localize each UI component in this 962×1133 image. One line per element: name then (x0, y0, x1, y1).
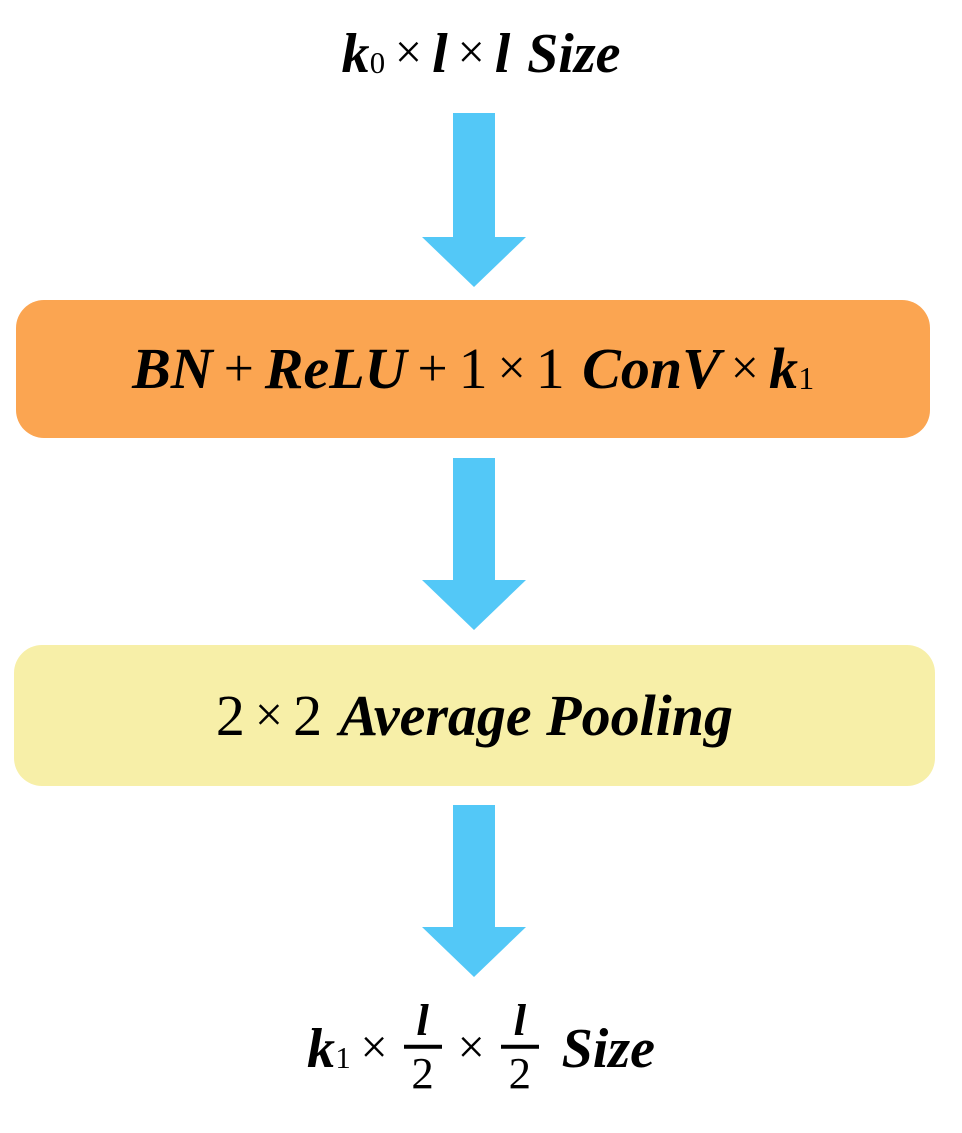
times-operator-icon: × (394, 25, 423, 79)
output-fraction-2-numerator: l (513, 994, 527, 1045)
output-fraction-2: l 2 (500, 994, 539, 1098)
kernel-size-1b: 1 (535, 336, 565, 401)
conv-k-symbol: k (768, 336, 798, 401)
times-operator-icon: × (360, 1020, 388, 1074)
conv-k-subscript: 1 (798, 360, 815, 396)
plus-operator-icon: + (417, 338, 448, 399)
arrow-pool-to-output (422, 805, 526, 977)
pool-size-2b: 2 (293, 682, 323, 748)
output-fraction-2-denominator: 2 (508, 1047, 531, 1098)
down-arrow-icon (422, 458, 526, 630)
output-fraction-1-denominator: 2 (411, 1047, 434, 1098)
input-l-symbol-2: l (494, 23, 511, 85)
input-k-subscript: 0 (369, 45, 386, 80)
down-arrow-icon (422, 113, 526, 287)
arrow-input-to-conv (422, 113, 526, 287)
times-operator-icon: × (457, 25, 485, 79)
times-operator-icon: × (457, 1020, 485, 1074)
input-size-word: Size (527, 23, 621, 85)
pool-size-2a: 2 (215, 682, 245, 748)
average-pooling-token: Average Pooling (339, 682, 734, 748)
plus-operator-icon: + (223, 338, 254, 399)
down-arrow-icon (422, 805, 526, 977)
pooling-block[interactable]: 2×2 Average Pooling (14, 645, 935, 786)
output-fraction-1-numerator: l (416, 994, 429, 1045)
times-operator-icon: × (497, 340, 526, 396)
pooling-block-label: 2×2 Average Pooling (215, 682, 734, 748)
times-operator-icon: × (730, 340, 759, 396)
arrow-conv-to-pool (422, 458, 526, 630)
output-k-subscript: 1 (335, 1040, 351, 1075)
input-k-symbol: k (341, 23, 370, 85)
fraction-bar (403, 1044, 442, 1049)
bn-token: BN (132, 336, 213, 401)
output-fraction-1: l 2 (403, 994, 442, 1098)
output-k-symbol: k (307, 1017, 336, 1080)
relu-token: ReLU (264, 336, 407, 401)
input-l-symbol-1: l (432, 23, 448, 85)
fraction-bar (500, 1044, 539, 1049)
conv-token: ConV (582, 336, 721, 401)
times-operator-icon: × (254, 686, 284, 742)
output-size-word: Size (561, 1017, 655, 1080)
kernel-size-1a: 1 (458, 336, 488, 401)
